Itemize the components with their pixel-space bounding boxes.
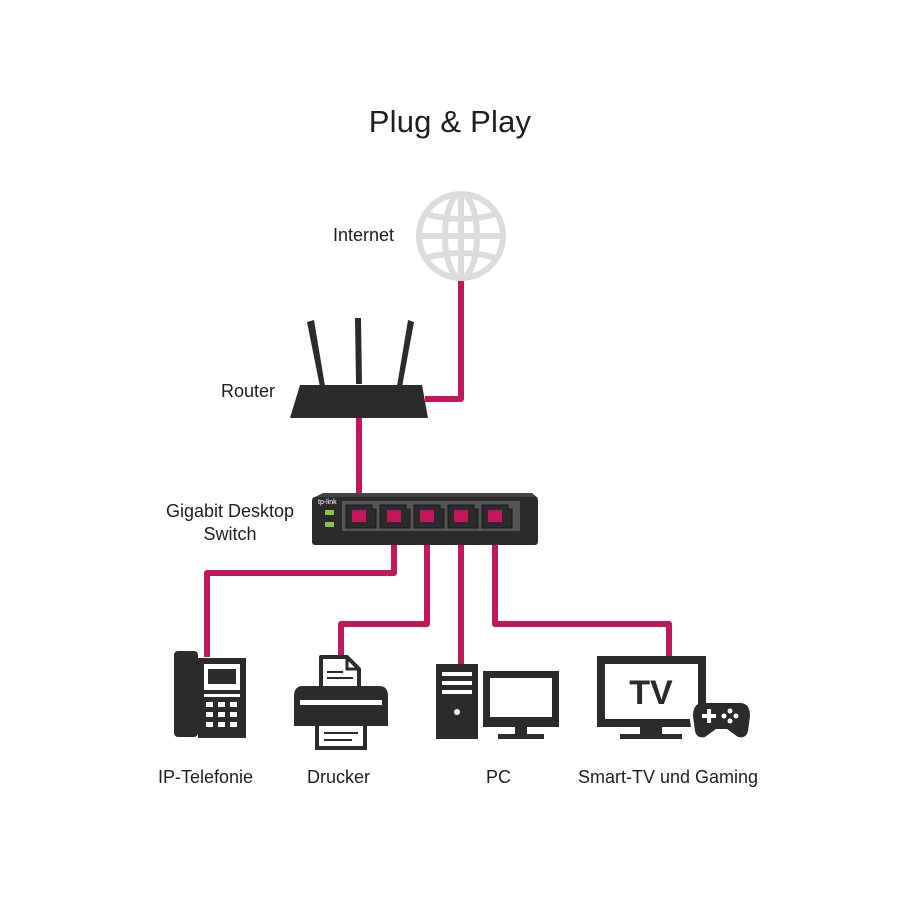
- cable-switch-phone: [204, 517, 397, 657]
- phone-icon: [174, 651, 246, 738]
- switch-label-line1: Gigabit Desktop: [165, 501, 295, 521]
- tv-screen-text: TV: [629, 674, 673, 712]
- router-label: Router: [221, 381, 276, 401]
- switch-led-2: [325, 522, 334, 527]
- switch-top-face: [313, 493, 538, 498]
- gamepad-icon: [690, 703, 751, 742]
- cables: [204, 280, 672, 667]
- printer-icon: [294, 655, 388, 750]
- globe-icon: [416, 191, 506, 281]
- pc-label: PC: [486, 767, 512, 787]
- plug-uplink: [352, 510, 366, 522]
- cable-switch-printer: [338, 517, 430, 663]
- pc-tower: [436, 664, 478, 739]
- plug-phone: [387, 510, 401, 522]
- plug-printer: [420, 510, 434, 522]
- internet-label: Internet: [333, 225, 395, 245]
- cable-internet-router: [425, 280, 464, 402]
- router-icon: [290, 318, 428, 418]
- switch-icon: tp-link: [312, 493, 538, 545]
- diagram-title: Plug & Play: [368, 104, 532, 139]
- switch-brand-text: tp-link: [318, 499, 337, 506]
- switch-label: Gigabit Desktop Switch: [160, 500, 300, 546]
- printer-paper-out: [315, 722, 367, 750]
- printer-paper-in: [319, 655, 361, 692]
- cable-switch-tv: [492, 517, 672, 661]
- tv-gaming-label: Smart-TV und Gaming: [578, 767, 759, 787]
- switch-led-1: [325, 510, 334, 515]
- switch-label-line2: Switch: [203, 524, 257, 544]
- printer-label: Drucker: [307, 767, 371, 787]
- phone-label: IP-Telefonie: [158, 767, 254, 787]
- plug-pc: [454, 510, 468, 522]
- plug-tv: [488, 510, 502, 522]
- tv-icon: TV: [597, 656, 706, 739]
- pc-icon: [436, 664, 559, 739]
